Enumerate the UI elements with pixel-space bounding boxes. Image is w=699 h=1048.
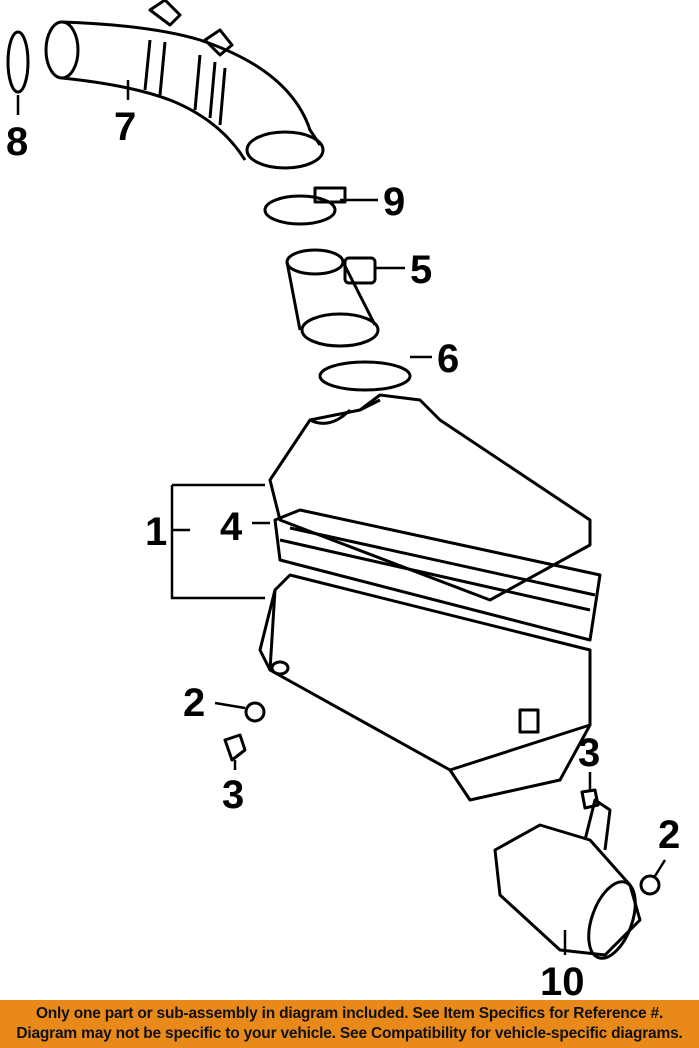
part-6-gasket[interactable] [318, 360, 412, 392]
part-3-grommet[interactable] [580, 788, 600, 810]
part-5-mass-airflow-sensor[interactable] [285, 248, 380, 348]
callout-1: 1 [145, 510, 167, 554]
part-7-intake-hose[interactable] [44, 0, 325, 170]
part-4-air-filter[interactable] [273, 508, 602, 642]
callout-8: 8 [6, 120, 28, 164]
callout-2a: 2 [183, 681, 205, 725]
disclaimer-line-2: Diagram may not be specific to your vehi… [16, 1025, 683, 1042]
parts-diagram: 8 7 9 5 6 1 4 2 3 3 2 10 [6, 0, 680, 1000]
callout-10: 10 [540, 960, 585, 1000]
part-2-bolt[interactable] [244, 701, 266, 723]
part-9-clamp[interactable] [263, 186, 347, 226]
part-10-air-duct[interactable] [493, 798, 644, 964]
callout-2b: 2 [658, 813, 680, 857]
callout-3a: 3 [222, 773, 244, 817]
callout-6: 6 [437, 337, 459, 381]
callout-5: 5 [410, 248, 432, 292]
part-2-bolt[interactable] [639, 874, 661, 896]
callout-9: 9 [383, 180, 405, 224]
callout-3b: 3 [578, 731, 600, 775]
disclaimer-banner: Only one part or sub-assembly in diagram… [0, 1000, 699, 1048]
part-3-grommet[interactable] [223, 733, 247, 762]
callout-4: 4 [220, 505, 243, 549]
callout-7: 7 [114, 105, 136, 149]
part-8-seal[interactable] [6, 30, 30, 94]
part-1-air-cleaner-housing[interactable] [258, 393, 592, 802]
disclaimer-line-1: Only one part or sub-assembly in diagram… [35, 1005, 664, 1022]
